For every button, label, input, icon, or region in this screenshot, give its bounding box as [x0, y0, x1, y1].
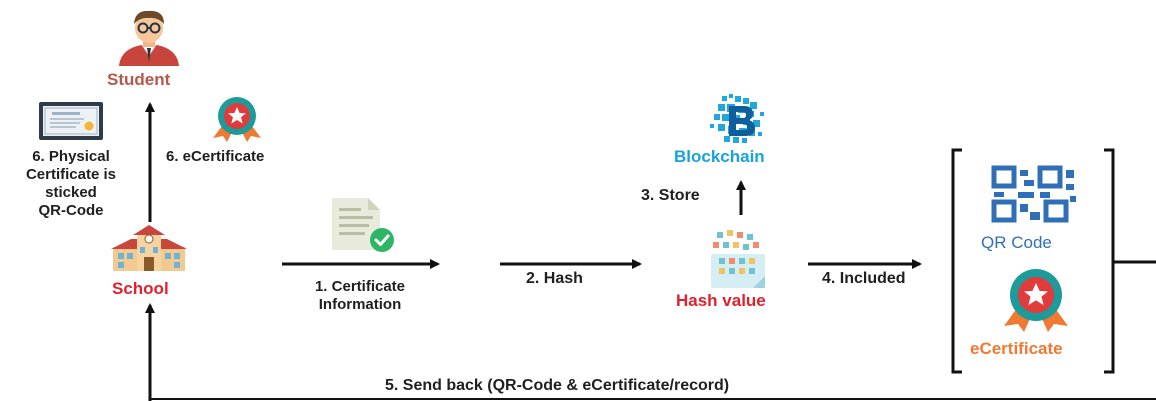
diploma-icon [38, 101, 104, 141]
award-badge-icon [207, 96, 267, 142]
step5-label: 5. Send back (QR-Code & eCertificate/rec… [385, 377, 730, 394]
school-label: School [112, 279, 169, 298]
ecertificate-badge-icon [998, 268, 1074, 332]
school-building-icon [111, 225, 187, 273]
step3-label: 3. Store [641, 187, 700, 204]
step1-line1: 1. Certificate [314, 278, 406, 295]
blockchain-logo-icon [702, 94, 772, 146]
student-label: Student [107, 70, 171, 89]
document-check-icon [330, 196, 396, 254]
step6-physical-line1: 6. Physical [32, 148, 110, 165]
student-icon [113, 8, 185, 66]
right-bracket [1104, 148, 1115, 374]
step6-ecertificate-label: 6. eCertificate [166, 148, 265, 165]
blockchain-label: Blockchain [674, 147, 765, 166]
step6-physical-line4: QR-Code [38, 202, 104, 219]
hash-value-label: Hash value [676, 291, 766, 310]
hash-value-icon [705, 228, 771, 288]
step2-label: 2. Hash [526, 270, 583, 287]
step6-physical-line2: Certificate is [25, 166, 117, 183]
step1-label: 1. Certificate Information [290, 278, 430, 314]
step4-label: 4. Included [822, 270, 906, 287]
qr-code-label: QR Code [981, 233, 1052, 252]
step6-physical-line3: sticked [45, 184, 97, 201]
step6-physical-label: 6. Physical Certificate is sticked QR-Co… [10, 148, 132, 220]
ecertificate-label: eCertificate [970, 339, 1063, 358]
step1-line2: Information [318, 296, 402, 313]
left-bracket [951, 148, 962, 374]
qr-code-icon [990, 164, 1078, 226]
